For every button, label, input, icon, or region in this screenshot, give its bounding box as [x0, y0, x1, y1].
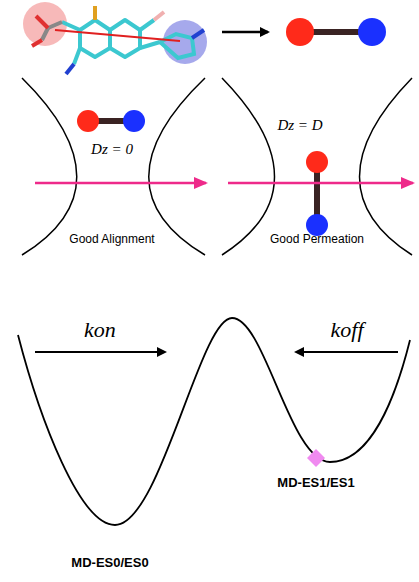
state-diamond [307, 449, 325, 467]
panel-caption: Good Alignment [69, 233, 154, 246]
permeating-dumbbell [306, 151, 328, 236]
rate-label: kon [84, 318, 116, 342]
coefficient-label: Dz = 0 [91, 141, 133, 158]
kon-arrow [35, 351, 165, 353]
flow-arrow [35, 182, 206, 185]
rate-label: koff [331, 318, 364, 342]
aligned-dumbbell [77, 110, 145, 132]
coefficient-label: Dz = D [277, 117, 322, 134]
pore-walls [22, 78, 412, 255]
state-label: MD-ES1/ES1 [277, 476, 354, 490]
energy-curve [18, 318, 410, 525]
state-label: MD-ES0/ES0 [71, 556, 148, 570]
koff-arrow [296, 351, 398, 353]
panel-caption: Good Permeation [270, 233, 364, 246]
flow-arrow [228, 182, 413, 185]
dumbbell [286, 18, 386, 46]
molecule [23, 2, 207, 74]
transform-arrow [222, 31, 268, 34]
